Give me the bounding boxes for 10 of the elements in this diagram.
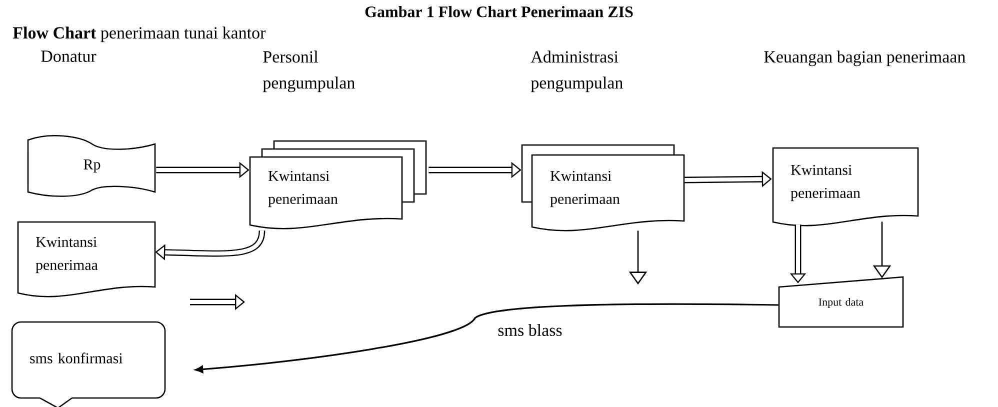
column-heading: Personil pengumpulan — [262, 50, 355, 92]
column-heading: Keuangan bagian penerimaan — [764, 50, 966, 66]
edge-label: sms blass — [496, 323, 564, 337]
curved-arrow — [195, 303, 778, 374]
title: Gambar 1 Flow Chart Penerimaan ZIS — [365, 6, 633, 18]
column-heading: Donatur — [41, 50, 96, 62]
subtitle: Flow Chart penerimaan tunai kantor — [12, 26, 266, 42]
stacked-documents: Kwintansi penerimaan — [249, 140, 427, 230]
stacked-documents: Kwintansi penerimaan — [521, 144, 685, 232]
column-heading: Administrasi pengumpulan — [530, 50, 623, 92]
